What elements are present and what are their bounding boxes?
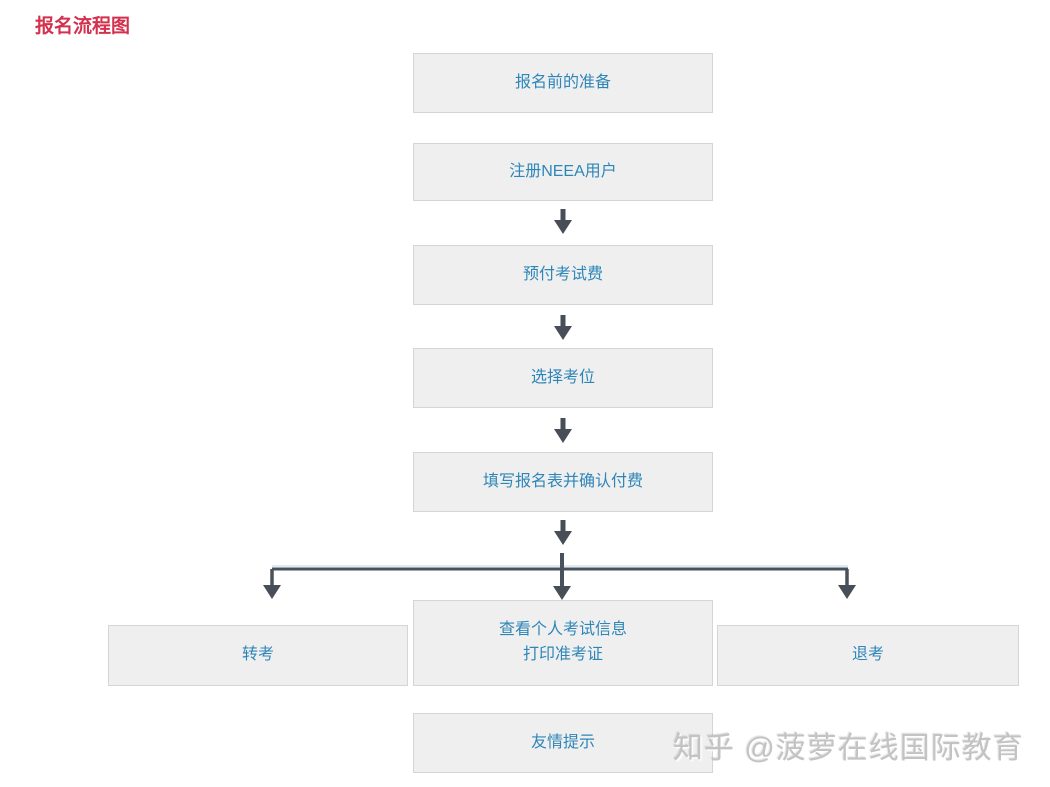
step-label: 注册NEEA用户 — [509, 162, 617, 180]
page-title: 报名流程图 — [35, 16, 131, 37]
step-label: 填写报名表并确认付费 — [482, 472, 643, 490]
step-label: 选择考位 — [530, 368, 595, 386]
branch-box-transfer-exam: 转考 — [108, 625, 408, 686]
step-box-register-neea: 注册NEEA用户 — [413, 143, 713, 201]
step-label: 退考 — [851, 646, 884, 664]
watermark: 知乎 @菠萝在线国际教育 — [673, 732, 1024, 765]
step-label: 预付考试费 — [522, 265, 603, 283]
step-label-line1: 查看个人考试信息 — [498, 621, 627, 639]
step-label-line2: 打印准考证 — [522, 646, 603, 663]
branch-box-withdraw-exam: 退考 — [717, 625, 1019, 686]
down-arrow-icon — [554, 209, 572, 234]
step-box-choose-seat: 选择考位 — [413, 348, 713, 408]
step-label: 转考 — [241, 646, 274, 664]
branch-connector — [263, 553, 856, 600]
down-arrow-icon — [554, 418, 572, 443]
down-arrow-icon — [554, 315, 572, 340]
step-box-preparation: 报名前的准备 — [413, 53, 713, 113]
step-label: 报名前的准备 — [514, 73, 611, 91]
step-box-fill-form-confirm-pay: 填写报名表并确认付费 — [413, 452, 713, 512]
step-label: 友情提示 — [530, 733, 595, 751]
branch-box-view-info-print-ticket: 查看个人考试信息 打印准考证 — [413, 600, 713, 686]
step-box-prepay-fee: 预付考试费 — [413, 245, 713, 305]
down-arrow-icon — [554, 520, 572, 545]
footer-box-friendly-tips: 友情提示 — [413, 713, 713, 773]
